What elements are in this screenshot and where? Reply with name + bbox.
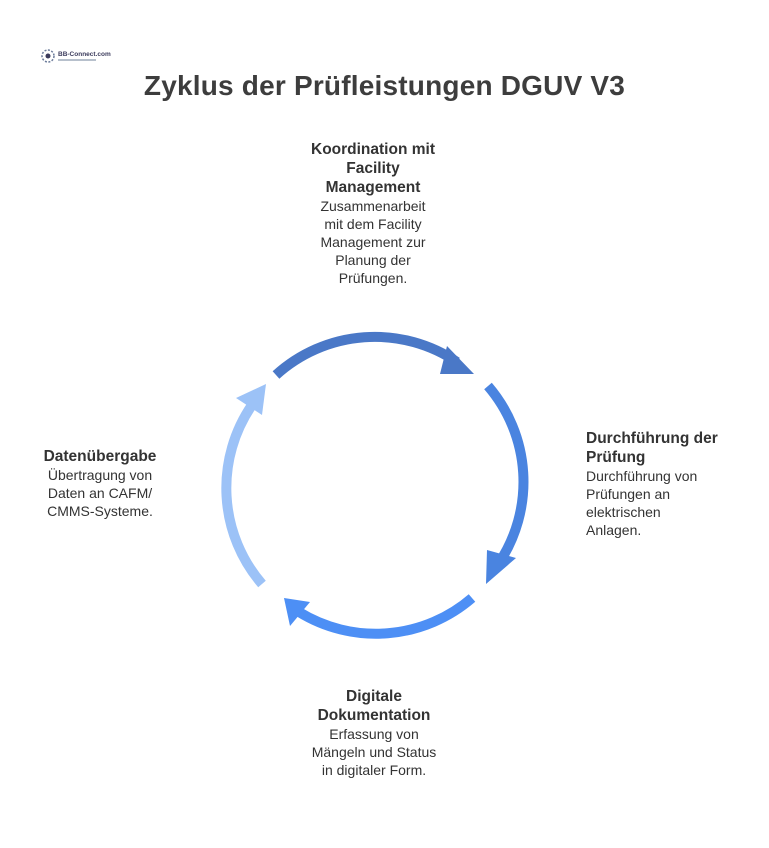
cycle-arrowhead-bottom: [284, 598, 310, 626]
description-line: Erfassung von: [329, 726, 419, 742]
cycle-arrowhead-top: [440, 346, 474, 374]
description-line: Prüfungen an: [586, 486, 671, 502]
logo-text: BB-Connect.com: [58, 51, 111, 58]
node-dokumentation: Digitale Dokumentation Erfassung von Män…: [284, 687, 464, 779]
heading-line: Durchführung der: [586, 430, 718, 447]
logo: BB-Connect.com: [40, 48, 111, 68]
cycle-arc-top: [272, 331, 460, 379]
node-dokumentation-heading: Digitale Dokumentation: [284, 687, 464, 725]
node-koordination-heading: Koordination mit Facility Management: [280, 140, 466, 197]
heading-line: Dokumentation: [317, 707, 431, 724]
cycle-arc-bottom: [296, 594, 476, 639]
heading-line: Koordination mit: [311, 141, 435, 158]
logo-underline: [58, 59, 96, 61]
node-dokumentation-description: Erfassung von Mängeln und Status in digi…: [284, 725, 464, 779]
description-line: Daten an CAFM/: [47, 485, 153, 501]
heading-line: Digitale: [346, 688, 402, 705]
description-line: Prüfungen.: [338, 270, 408, 286]
page-title: Zyklus der Prüfleistungen DGUV V3: [143, 70, 626, 101]
description-line: Mängeln und Status: [311, 744, 437, 760]
heading-line: Prüfung: [586, 449, 646, 466]
heading-line: Datenübergabe: [43, 448, 157, 465]
description-line: elektrischen: [586, 504, 661, 520]
description-line: mit dem Facility: [324, 216, 422, 232]
description-line: Durchführung von: [586, 468, 698, 484]
node-datenuebergabe-heading: Datenübergabe: [20, 447, 180, 466]
logo-mark-icon: [41, 49, 55, 63]
description-line: CMMS-Systeme.: [47, 503, 153, 519]
cycle-arc-right: [484, 382, 529, 566]
node-datenuebergabe: Datenübergabe Übertragung von Daten an C…: [20, 447, 180, 520]
cycle-arrowhead-left: [236, 384, 266, 415]
description-line: Übertragung von: [47, 467, 153, 483]
cycle-arrowhead-right: [486, 550, 516, 584]
heading-line: Management: [325, 179, 421, 196]
description-line: Anlagen.: [586, 522, 642, 538]
node-durchfuehrung: Durchführung der Prüfung Durchführung vo…: [586, 429, 756, 539]
node-datenuebergabe-description: Übertragung von Daten an CAFM/ CMMS-Syst…: [20, 466, 180, 520]
description-line: Zusammenarbeit: [320, 198, 426, 214]
description-line: Planung der: [335, 252, 411, 268]
node-koordination: Koordination mit Facility Management Zus…: [280, 140, 466, 287]
node-durchfuehrung-description: Durchführung von Prüfungen an elektrisch…: [586, 467, 756, 539]
node-durchfuehrung-heading: Durchführung der Prüfung: [586, 429, 756, 467]
cycle-arc-left: [221, 402, 266, 588]
description-line: Management zur: [320, 234, 426, 250]
description-line: in digitaler Form.: [321, 762, 427, 778]
heading-line: Facility: [346, 160, 400, 177]
node-koordination-description: Zusammenarbeit mit dem Facility Manageme…: [280, 197, 466, 287]
